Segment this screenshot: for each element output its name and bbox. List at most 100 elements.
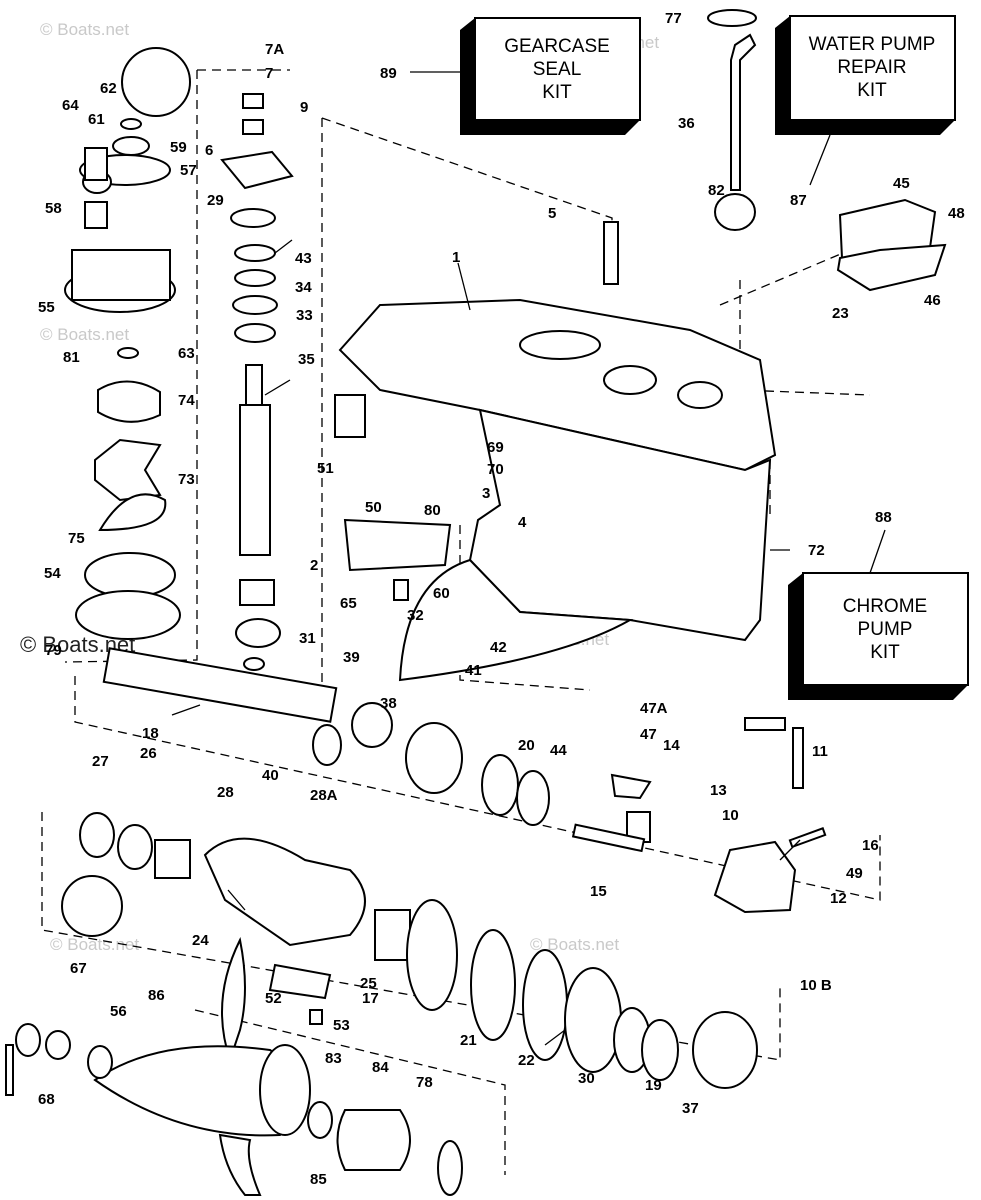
assembly-dash [719, 249, 851, 306]
callout-27: 27 [92, 753, 109, 770]
callout-64: 64 [62, 97, 79, 114]
callout-5: 5 [548, 205, 556, 222]
callout-54: 54 [44, 565, 61, 582]
callout-62: 62 [100, 80, 117, 97]
callout-48: 48 [948, 205, 965, 222]
callout-37: 37 [682, 1100, 699, 1117]
callout-40: 40 [262, 767, 279, 784]
callout-21: 21 [460, 1032, 477, 1049]
callout-55: 55 [38, 299, 55, 316]
callout-33: 33 [296, 307, 313, 324]
callout-59: 59 [170, 139, 187, 156]
callout-10: 10 [722, 807, 739, 824]
callout-7a: 7A [265, 41, 284, 58]
callout-69: 69 [487, 439, 504, 456]
callout-15: 15 [590, 883, 607, 900]
callout-73: 73 [178, 471, 195, 488]
callout-28a: 28A [310, 787, 338, 804]
callout-67: 67 [70, 960, 87, 977]
callout-25: 25 [360, 975, 377, 992]
callout-30: 30 [578, 1070, 595, 1087]
callout-9: 9 [300, 99, 308, 116]
leader-lines [171, 239, 801, 1046]
water-tube [603, 9, 947, 292]
callout-38: 38 [380, 695, 397, 712]
callout-10b: 10 B [800, 977, 832, 994]
callout-36: 36 [678, 115, 695, 132]
kit-number: 87 [790, 192, 807, 209]
callout-31: 31 [299, 630, 316, 647]
callout-1: 1 [452, 249, 460, 266]
callout-24: 24 [192, 932, 209, 949]
callout-72: 72 [808, 542, 825, 559]
callout-32: 32 [407, 607, 424, 624]
callout-81: 81 [63, 349, 80, 366]
callout-58: 58 [45, 200, 62, 217]
kit-line: KIT [870, 642, 900, 663]
callout-78: 78 [416, 1074, 433, 1091]
callout-74: 74 [178, 392, 195, 409]
callout-3: 3 [482, 485, 490, 502]
callout-35: 35 [298, 351, 315, 368]
callout-29: 29 [207, 192, 224, 209]
callout-34: 34 [295, 279, 312, 296]
callout-80: 80 [424, 502, 441, 519]
callout-2: 2 [310, 557, 318, 574]
kit-line: WATER PUMP [809, 34, 936, 55]
kit-number: 89 [380, 65, 397, 82]
callout-7: 7 [265, 65, 273, 82]
watermark: © Boats.net [40, 325, 129, 344]
propeller-shaft [102, 518, 550, 826]
callout-22: 22 [518, 1052, 535, 1069]
callout-77: 77 [665, 10, 682, 27]
callout-50: 50 [365, 499, 382, 516]
callout-86: 86 [148, 987, 165, 1004]
callout-26: 26 [140, 745, 157, 762]
kit-line: CHROME [843, 596, 927, 617]
callout-14: 14 [663, 737, 680, 754]
callout-68: 68 [38, 1091, 55, 1108]
callout-61: 61 [88, 111, 105, 128]
kit-line: GEARCASE [504, 36, 610, 57]
callout-84: 84 [372, 1059, 389, 1076]
kit-line: SEAL [533, 59, 582, 80]
callout-47a: 47A [640, 700, 668, 717]
watermark: © Boats.net [50, 935, 139, 954]
drive-shaft [220, 93, 294, 671]
watermark: © Boats.net [530, 935, 619, 954]
callout-28: 28 [217, 784, 234, 801]
callout-63: 63 [178, 345, 195, 362]
callout-85: 85 [310, 1171, 327, 1188]
kit-leader [869, 529, 886, 574]
callout-6: 6 [205, 142, 213, 159]
callout-18: 18 [142, 725, 159, 742]
gearcase-housing [334, 298, 777, 682]
kit-line: KIT [542, 82, 572, 103]
kit-line: REPAIR [837, 57, 906, 78]
callout-4: 4 [518, 514, 527, 531]
kit-line: PUMP [858, 619, 913, 640]
callout-39: 39 [343, 649, 360, 666]
callout-16: 16 [862, 837, 879, 854]
callout-12: 12 [830, 890, 847, 907]
callout-52: 52 [265, 990, 282, 1007]
kit-line: KIT [857, 80, 887, 101]
callout-20: 20 [518, 737, 535, 754]
kit-number: 88 [875, 509, 892, 526]
callout-23: 23 [832, 305, 849, 322]
callout-56: 56 [110, 1003, 127, 1020]
callout-75: 75 [68, 530, 85, 547]
kit-leader [809, 134, 831, 186]
callout-45: 45 [893, 175, 910, 192]
chrome-pump-kit: CHROME PUMP KIT [788, 572, 969, 700]
callout-43: 43 [295, 250, 312, 267]
assembly-dash [321, 117, 613, 250]
callout-82: 82 [708, 182, 725, 199]
callout-17: 17 [362, 990, 379, 1007]
water-pump-repair-kit: WATER PUMP REPAIR KIT [775, 15, 956, 135]
callout-65: 65 [340, 595, 357, 612]
shift-assembly [571, 717, 827, 914]
callout-83: 83 [325, 1050, 342, 1067]
